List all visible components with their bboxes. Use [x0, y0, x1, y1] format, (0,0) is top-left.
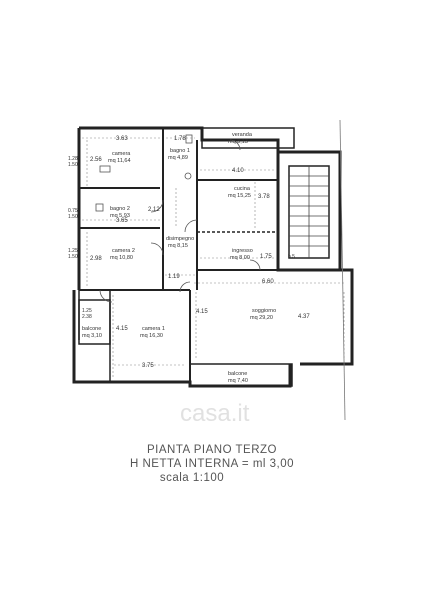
- room-balcone-left-area: mq 3,10: [82, 333, 102, 339]
- room-veranda-area: mq 3,13: [228, 139, 248, 145]
- room-soggiorno-area: mq 29,20: [250, 315, 273, 321]
- dim-415b: 4.15: [116, 326, 128, 332]
- plan-height-note: H NETTA INTERNA = ml 3,00: [129, 458, 295, 470]
- plan-title: PIANTA PIANO TERZO: [147, 444, 277, 456]
- level-150b: 1.50: [68, 214, 78, 220]
- dim-212: 2.12: [148, 207, 160, 213]
- room-bagno1-name: bagno 1: [170, 148, 190, 154]
- room-bagno1-area: mq 4,89: [168, 155, 188, 161]
- dim-375: 3.75: [142, 363, 154, 369]
- room-camera-area: mq 11,64: [108, 158, 131, 164]
- veranda-outline: [201, 127, 295, 149]
- room-disimpegno-name: disimpegno: [166, 236, 194, 242]
- dimension-lines: [82, 137, 345, 378]
- dim-178: 1.78: [174, 136, 186, 142]
- balcony-bottom-outline: [189, 363, 293, 387]
- dim-175: 1.75: [260, 254, 272, 260]
- room-disimpegno-area: mq 8,15: [168, 243, 188, 249]
- room-ingresso-area: mq 8,00: [230, 255, 250, 261]
- level-150c: 1.50: [68, 254, 78, 260]
- level-125: 1.25: [68, 248, 78, 254]
- level-125b: 1.25: [82, 308, 92, 314]
- room-balcone-bottom-area: mq 7,40: [228, 378, 248, 384]
- dim-415a: 4.15: [196, 309, 208, 315]
- dim-378: 3.78: [258, 194, 270, 200]
- room-camera-name: camera: [112, 151, 131, 157]
- room-ingresso-name: ingresso: [232, 248, 253, 254]
- level-238: 2.38: [82, 314, 92, 320]
- room-bagno2-area: mq 5,93: [110, 213, 130, 219]
- room-camera1-name: camera 1: [142, 326, 165, 332]
- level-075: 0.75: [68, 208, 78, 214]
- room-veranda-name: veranda: [232, 132, 253, 138]
- level-128: 1.28: [68, 156, 78, 162]
- room-balcone-left-name: balcone: [82, 326, 101, 332]
- room-cucina-area: mq 15,25: [228, 193, 251, 199]
- dim-410: 4.10: [232, 168, 244, 174]
- door-swings: [99, 139, 261, 303]
- dim-365: 3.65: [116, 218, 128, 224]
- plan-scale: scala 1:100: [159, 472, 225, 484]
- marker-h5: h 5: [288, 254, 295, 260]
- stair-treads: [289, 166, 329, 258]
- room-camera2-name: camera 2: [112, 248, 135, 254]
- room-soggiorno-name: soggiorno: [252, 308, 276, 314]
- room-camera2-area: mq 10,80: [110, 255, 133, 261]
- dim-363: 3.63: [116, 136, 128, 142]
- dim-437: 4.37: [298, 314, 310, 320]
- room-bagno2-name: bagno 2: [110, 206, 130, 212]
- dim-119: 1.19: [168, 274, 180, 280]
- level-150a: 1.50: [68, 162, 78, 168]
- dim-256: 2.56: [90, 157, 102, 163]
- room-camera1-area: mq 16,30: [140, 333, 163, 339]
- section-line: [339, 119, 346, 421]
- fixtures: [95, 134, 193, 212]
- dim-660: 6.60: [262, 279, 274, 285]
- room-balcone-bottom-name: balcone: [228, 371, 247, 377]
- room-cucina-name: cucina: [234, 186, 251, 192]
- watermark: casa.it: [180, 400, 250, 427]
- balcony-left-outline: [78, 299, 111, 345]
- dim-298: 2.98: [90, 256, 102, 262]
